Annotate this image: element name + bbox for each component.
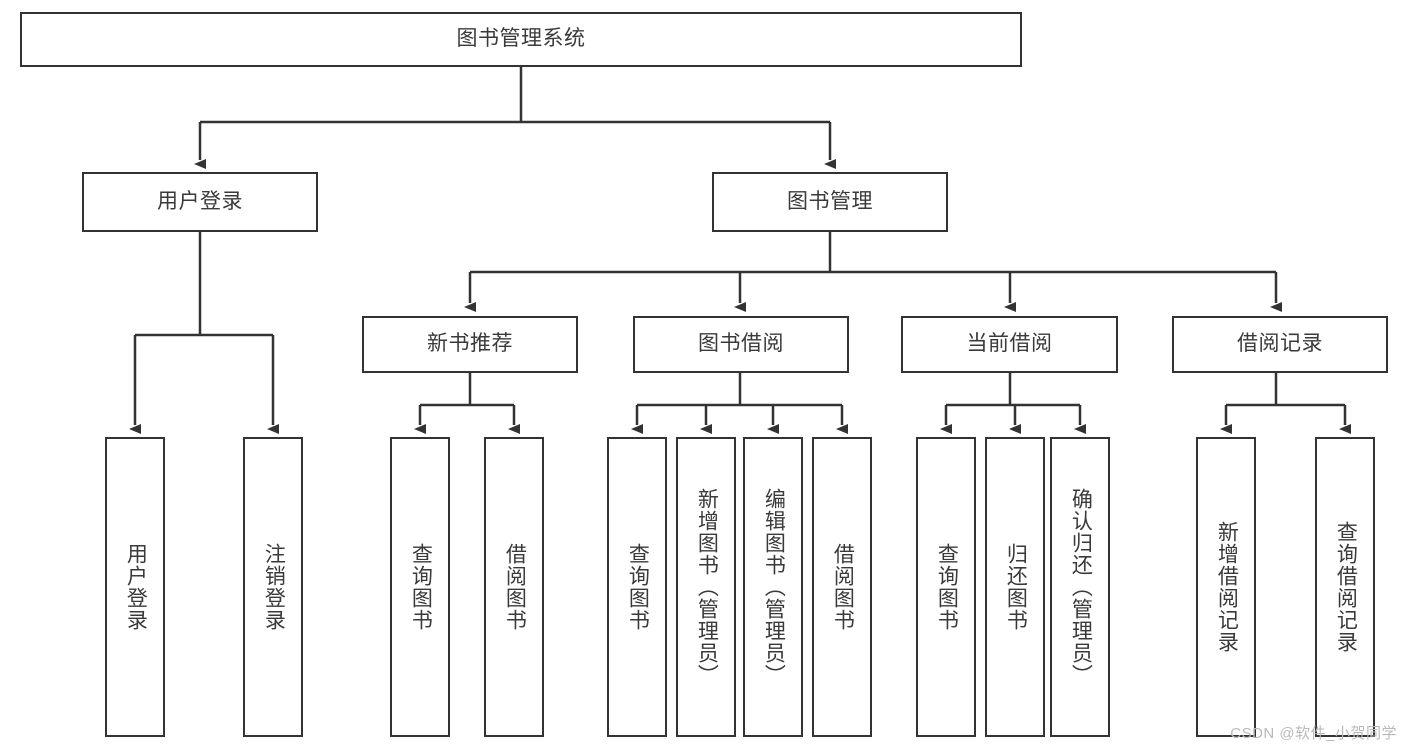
leaf-user-login-login[interactable]: 用户登录 [105,437,165,737]
node-label: 新书推荐 [427,332,513,356]
node-label: 图书管理系统 [456,27,586,51]
node-label: 借阅图书 [503,543,527,631]
node-label: 查询借阅记录 [1334,521,1358,653]
node-label: 借阅记录 [1237,332,1323,356]
node-book-borrow[interactable]: 图书借阅 [633,316,849,373]
leaf-new-book-borrow[interactable]: 借阅图书 [484,437,544,737]
node-label: 新增图书（管理员） [695,488,719,686]
node-user-login[interactable]: 用户登录 [82,172,318,232]
node-label: 用户登录 [124,543,148,631]
node-book-management[interactable]: 图书管理 [712,172,948,232]
leaf-book-borrow-borrow[interactable]: 借阅图书 [812,437,872,737]
node-label: 新增借阅记录 [1215,521,1239,653]
node-label: 用户登录 [157,189,243,213]
leaf-current-borrow-query[interactable]: 查询图书 [916,437,976,737]
leaf-borrow-record-query[interactable]: 查询借阅记录 [1315,437,1375,737]
node-label: 注销登录 [262,543,286,631]
node-label: 确认归还（管理员） [1069,488,1093,686]
node-label: 图书借阅 [698,332,784,356]
node-label: 图书管理 [787,189,873,213]
node-new-book-recommend[interactable]: 新书推荐 [362,316,578,373]
node-borrow-record[interactable]: 借阅记录 [1172,316,1388,373]
node-label: 归还图书 [1004,543,1028,631]
leaf-borrow-record-add[interactable]: 新增借阅记录 [1196,437,1256,737]
node-label: 查询图书 [935,543,959,631]
leaf-current-borrow-return[interactable]: 归还图书 [985,437,1045,737]
node-book-management-system[interactable]: 图书管理系统 [20,12,1022,67]
node-label: 查询图书 [409,543,433,631]
node-label: 编辑图书（管理员） [762,488,786,686]
watermark: CSDN @软件_小贺同学 [1230,725,1397,742]
leaf-current-borrow-confirm-return[interactable]: 确认归还（管理员） [1050,437,1110,737]
node-current-borrow[interactable]: 当前借阅 [901,316,1118,373]
leaf-user-login-logout[interactable]: 注销登录 [243,437,303,737]
leaf-book-borrow-query[interactable]: 查询图书 [607,437,667,737]
node-label: 查询图书 [626,543,650,631]
leaf-book-borrow-edit[interactable]: 编辑图书（管理员） [743,437,803,737]
node-label: 借阅图书 [831,543,855,631]
leaf-book-borrow-add[interactable]: 新增图书（管理员） [676,437,736,737]
node-label: 当前借阅 [966,332,1053,356]
leaf-new-book-query[interactable]: 查询图书 [390,437,450,737]
